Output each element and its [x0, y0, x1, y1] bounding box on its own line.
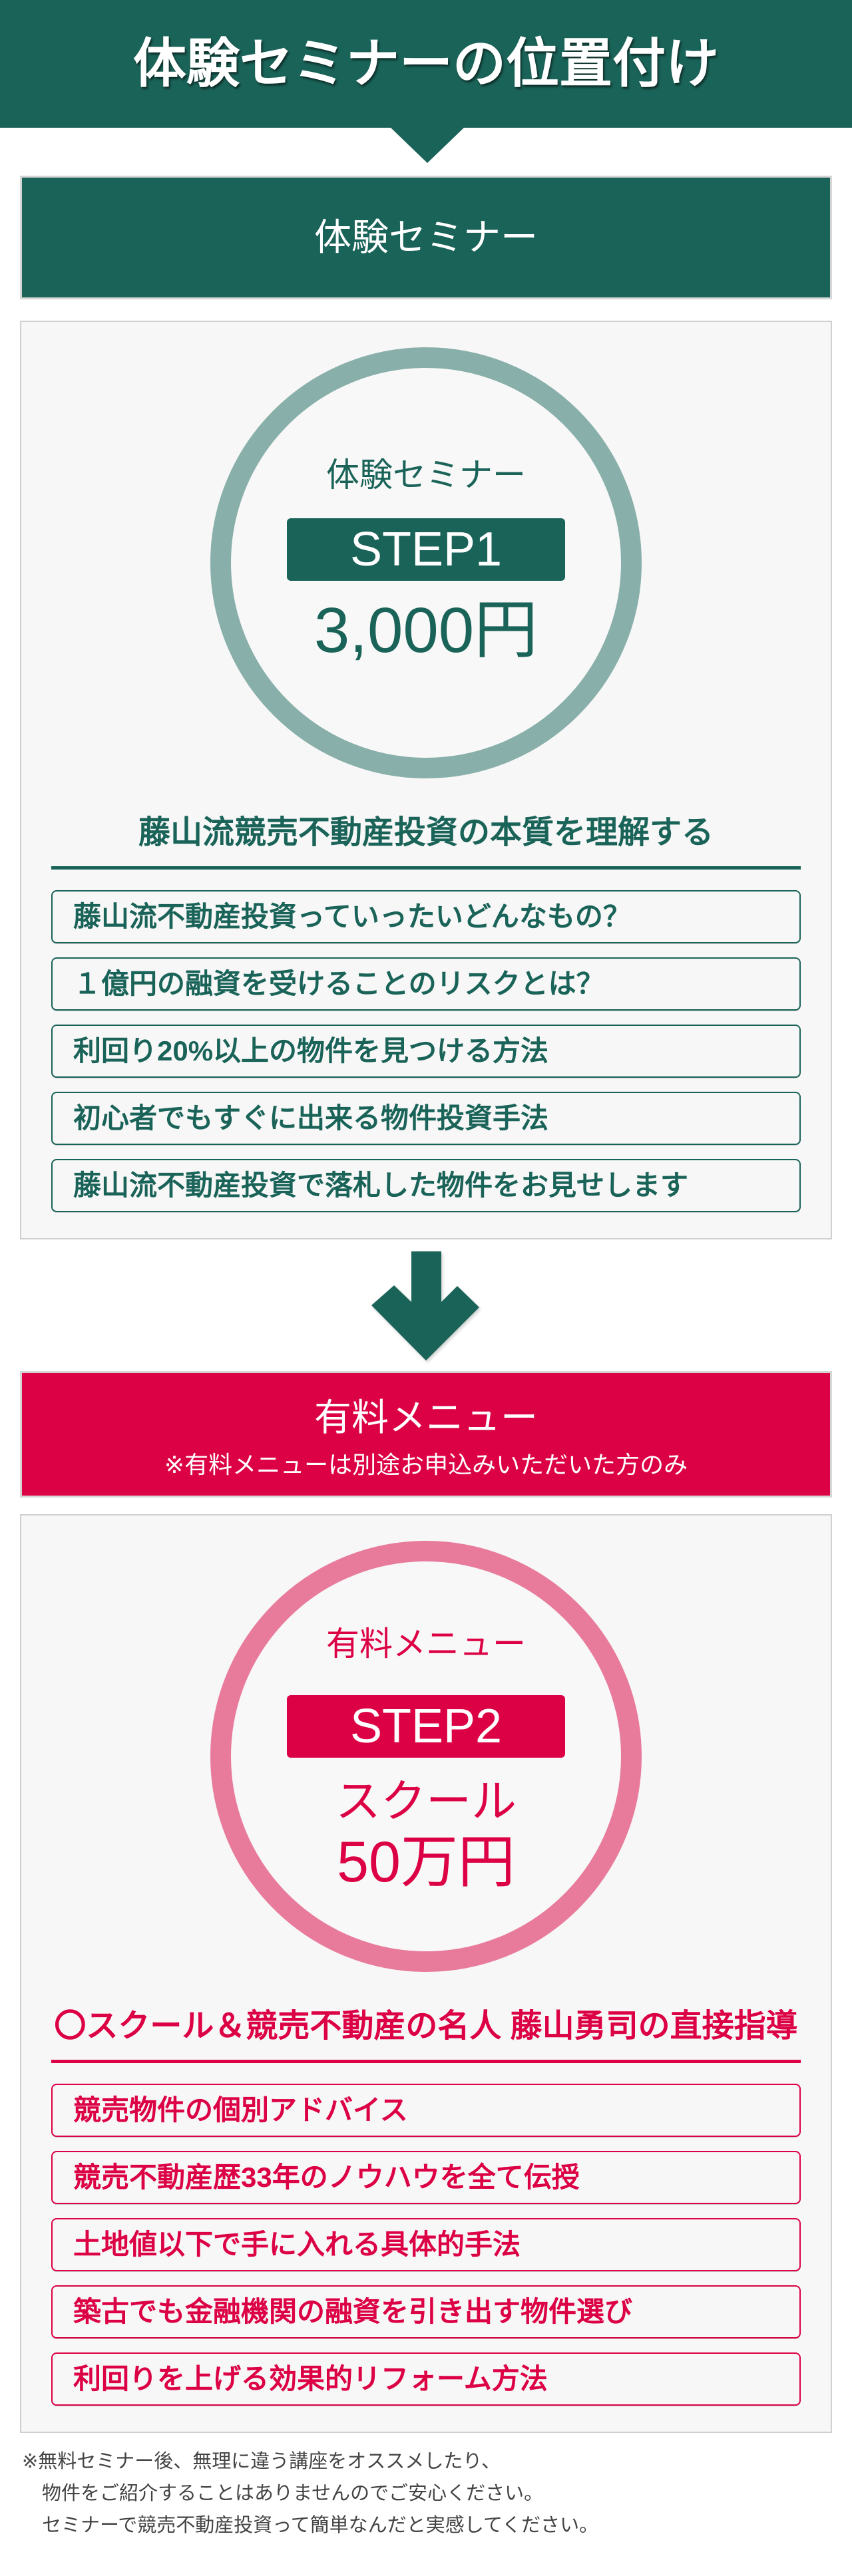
step2-price: 50万円: [337, 1830, 515, 1894]
step2-circle-label: 有料メニュー: [326, 1625, 526, 1663]
list-item: 初心者でもすぐに出来る物件投資手法: [51, 1092, 801, 1145]
seminar-band-title: 体験セミナー: [314, 216, 538, 258]
step1-price: 3,000円: [314, 595, 538, 666]
list-item: 利回りを上げる効果的リフォーム方法: [51, 2352, 801, 2406]
step2-course: スクール: [335, 1776, 517, 1827]
step1-card: 体験セミナー STEP1 3,000円 藤山流競売不動産投資の本質を理解する 藤…: [20, 321, 832, 1239]
page-title: 体験セミナーの位置付け: [133, 34, 719, 93]
step1-heading-underline: [51, 866, 801, 870]
footnote: ※無料セミナー後、無理に違う講座をオススメしたり、 物件をご紹介することはありま…: [22, 2446, 598, 2541]
arrow-down-icon: [371, 1251, 479, 1361]
step2-heading-underline: [51, 2060, 801, 2063]
step1-item-list: 藤山流不動産投資っていったいどんなもの？ １億円の融資を受けることのリスクとは？…: [51, 890, 801, 1212]
step2-circle: 有料メニュー STEP2 スクール 50万円: [210, 1541, 642, 1972]
step2-card: 有料メニュー STEP2 スクール 50万円 〇スクール＆競売不動産の名人 藤山…: [20, 1514, 832, 2433]
list-item: １億円の融資を受けることのリスクとは？: [51, 957, 801, 1011]
footnote-line: ※無料セミナー後、無理に違う講座をオススメしたり、: [22, 2451, 501, 2472]
footnote-line: セミナーで競売不動産投資って簡単なんだと実感してください。: [42, 2515, 599, 2536]
list-item: 競売不動産歴33年のノウハウを全て伝授: [51, 2151, 801, 2204]
paid-menu-band-title: 有料メニュー: [314, 1396, 538, 1438]
paid-menu-band: 有料メニュー ※有料メニューは別途お申込みいただいた方のみ: [20, 1371, 832, 1498]
step1-badge: STEP1: [287, 518, 565, 581]
footnote-line: 物件をご紹介することはありませんのでご安心ください。: [42, 2483, 544, 2504]
step2-badge: STEP2: [287, 1695, 565, 1758]
list-item: 藤山流不動産投資で落札した物件をお見せします: [51, 1159, 801, 1212]
list-item: 築古でも金融機関の融資を引き出す物件選び: [51, 2285, 801, 2338]
list-item: 土地値以下で手に入れる具体的手法: [51, 2218, 801, 2271]
paid-menu-band-note: ※有料メニューは別途お申込みいただいた方のみ: [164, 1451, 688, 1478]
seminar-band: 体験セミナー: [20, 176, 832, 299]
triangle-down-icon: [390, 127, 465, 163]
step2-heading: 〇スクール＆競売不動産の名人 藤山勇司の直接指導: [54, 2009, 798, 2044]
list-item: 利回り20%以上の物件を見つける方法: [51, 1025, 801, 1078]
step1-circle: 体験セミナー STEP1 3,000円: [210, 347, 642, 778]
step1-circle-label: 体験セミナー: [326, 456, 526, 494]
list-item: 競売物件の個別アドバイス: [51, 2084, 801, 2137]
page-header: 体験セミナーの位置付け: [0, 0, 852, 128]
list-item: 藤山流不動産投資っていったいどんなもの？: [51, 890, 801, 943]
step2-item-list: 競売物件の個別アドバイス 競売不動産歴33年のノウハウを全て伝授 土地値以下で手…: [51, 2084, 801, 2406]
step1-heading: 藤山流競売不動産投資の本質を理解する: [138, 815, 714, 850]
